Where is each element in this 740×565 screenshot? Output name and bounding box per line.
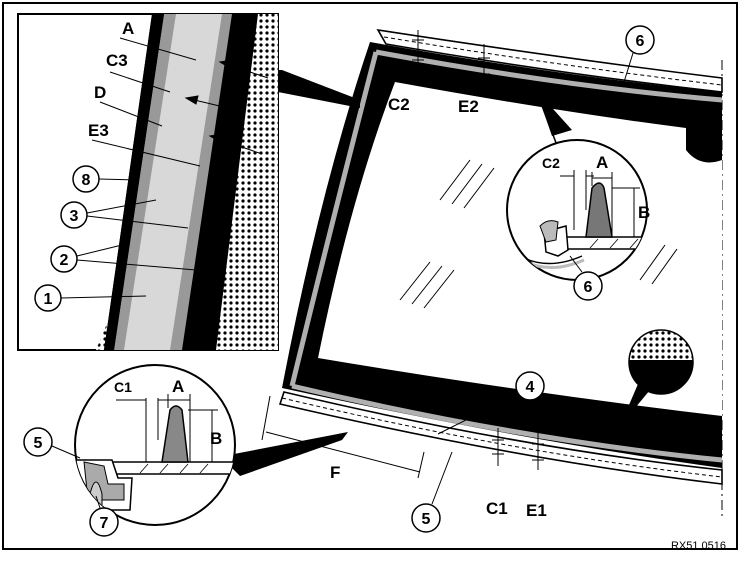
bottom-section-detail: C1 A B 5 7 <box>23 364 348 537</box>
frit-dot-zoom <box>620 329 694 426</box>
label-e2: E2 <box>458 97 479 116</box>
svg-text:3: 3 <box>70 208 79 225</box>
svg-text:7: 7 <box>100 515 109 532</box>
callout-4 <box>515 371 545 401</box>
svg-text:5: 5 <box>34 435 43 452</box>
outer-frame <box>2 2 738 550</box>
bottom-label-b: B <box>210 429 222 448</box>
svg-text:6: 6 <box>584 279 593 296</box>
dimension-markers <box>261 30 544 479</box>
label-c1: C1 <box>486 499 508 518</box>
bottom-label-a: A <box>172 377 184 396</box>
top-label-b: B <box>638 203 650 222</box>
label-c2: C2 <box>388 95 410 114</box>
edge-layer-8 <box>104 14 164 350</box>
callout-7 <box>89 507 119 537</box>
svg-text:5: 5 <box>422 511 431 528</box>
bottom-label-c1: C1 <box>114 379 132 395</box>
label-f: F <box>330 463 340 482</box>
inset-label-d: D <box>94 83 106 102</box>
inset-label-c3: C3 <box>106 51 128 70</box>
lower-trim-strip <box>278 391 723 485</box>
svg-text:8: 8 <box>82 172 91 189</box>
callout-6-section <box>573 271 603 301</box>
inset-label-a: A <box>122 19 134 38</box>
edge-detail-inset: A C3 D E3 8 3 2 1 <box>17 13 360 351</box>
callout-6-top <box>625 25 655 55</box>
bottom-zoom-pointer <box>226 432 348 476</box>
svg-text:1: 1 <box>44 291 53 308</box>
figure-reference: RX51 0516 <box>670 540 726 552</box>
svg-text:6: 6 <box>636 33 645 50</box>
top-label-c2: C2 <box>542 155 560 171</box>
callout-3 <box>60 201 88 229</box>
callout-5 <box>23 427 53 457</box>
top-zoom-pointer <box>536 90 572 136</box>
callout-2 <box>50 245 78 273</box>
callout-5-bottom <box>411 503 441 533</box>
glass-reflection-lines <box>399 159 678 309</box>
inset-label-e3: E3 <box>88 121 109 140</box>
label-e1: E1 <box>526 501 547 520</box>
top-section-detail: C2 A B 6 <box>506 139 650 301</box>
svg-text:4: 4 <box>526 379 535 396</box>
svg-text:2: 2 <box>60 252 69 269</box>
top-label-a: A <box>596 153 608 172</box>
